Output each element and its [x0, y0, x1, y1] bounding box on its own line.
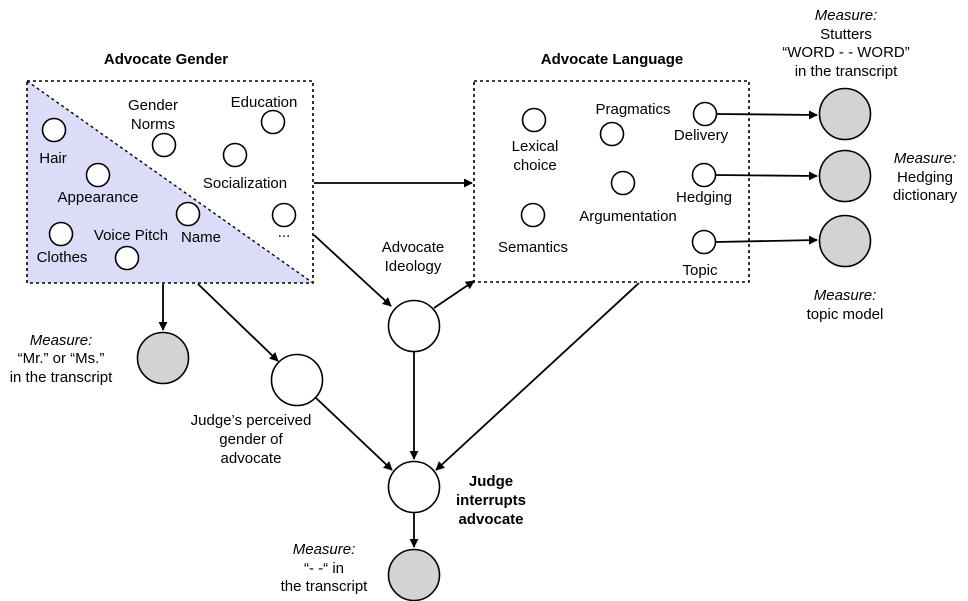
advocate-ideology-node [387, 299, 441, 353]
lexical-choice-label-line-1: Lexical [512, 138, 559, 155]
stutters-measure-line-3: in the transcript [795, 63, 898, 80]
language-box-title: Advocate Language [541, 51, 684, 68]
topic-label: Topic [682, 262, 718, 279]
edge-gender-to-perceived [197, 283, 279, 362]
perceived-gender-label-line-3: advocate [221, 450, 282, 467]
argumentation-label: Argumentation [579, 208, 677, 225]
edge-topic-to-topic-measure [715, 235, 818, 245]
hedging-measure-line-2: dictionary [893, 187, 958, 204]
judge-interrupts-label-line-2: interrupts [456, 492, 526, 509]
edge-delivery-to-stutters [716, 110, 818, 120]
hair-label: Hair [39, 150, 67, 167]
socialization-node [222, 142, 248, 168]
hedging-measure-node [818, 149, 872, 203]
clothes-label: Clothes [37, 249, 88, 266]
stutters-measure-heading: Measure: [815, 7, 878, 24]
name-label: Name [181, 229, 221, 246]
delivery-label: Delivery [674, 127, 729, 144]
topic-measure-node [818, 214, 872, 268]
socialization-label: Socialization [203, 175, 287, 192]
appearance-node [85, 162, 111, 188]
gender-norms-label-line-2: Norms [131, 116, 175, 133]
lexical-choice-node [521, 107, 547, 133]
voice-pitch-label: Voice Pitch [94, 227, 168, 244]
edge-ideology-to-language [433, 280, 475, 309]
edge-hedging-to-hedging-measure [715, 171, 818, 181]
gender-measure-line-1: “Mr.” or “Ms.” [18, 350, 105, 367]
voice-pitch-node [114, 245, 140, 271]
interruption-measure-node [387, 548, 441, 601]
judge-interrupts-label-line-3: advocate [458, 511, 523, 528]
hedging-label: Hedging [676, 189, 732, 206]
hedging-measure-heading: Measure: [894, 150, 957, 167]
edge-perceived-to-judge [315, 397, 393, 471]
gender-measure-node [136, 331, 190, 385]
clothes-node [48, 221, 74, 247]
lexical-choice-label-line-2: choice [513, 157, 556, 174]
hair-node [41, 117, 67, 143]
interruption-measure-line-2: the transcript [281, 578, 369, 595]
delivery-node [692, 101, 718, 127]
stutters-measure-line-1: Stutters [820, 26, 872, 43]
interruption-measure-line-1: “- -“ in [304, 560, 344, 577]
gender-norms-node [151, 132, 177, 158]
gender-box-diagonal [26, 80, 314, 284]
gender-measure-line-2: in the transcript [10, 369, 113, 386]
interruption-measure-heading: Measure: [293, 541, 356, 558]
perceived-gender-label-line-2: gender of [219, 431, 283, 448]
perceived-gender-node [270, 353, 324, 407]
semantics-node [520, 202, 546, 228]
perceived-gender-label-line-1: Judge’s perceived [191, 412, 312, 429]
argumentation-node [610, 170, 636, 196]
gender-norms-label-line-1: Gender [128, 97, 178, 114]
semantics-label: Semantics [498, 239, 568, 256]
education-node [260, 109, 286, 135]
appearance-label: Appearance [58, 189, 139, 206]
pragmatics-label: Pragmatics [595, 101, 670, 118]
gender-box-title: Advocate Gender [104, 51, 228, 68]
topic-measure-heading: Measure: [814, 287, 877, 304]
advocate-language-box [473, 80, 750, 283]
hedging-node [691, 162, 717, 188]
ideology-label-line-2: Ideology [385, 258, 442, 275]
gender-measure-heading: Measure: [30, 332, 93, 349]
ideology-label-line-1: Advocate [382, 239, 445, 256]
advocate-gender-box [26, 80, 314, 284]
judge-interrupts-label-line-1: Judge [469, 473, 513, 490]
ellipsis-label: ... [278, 224, 291, 241]
judge-interrupts-node [387, 460, 441, 514]
topic-measure-line-1: topic model [807, 306, 884, 323]
hedging-measure-line-1: Hedging [897, 169, 953, 186]
topic-node [691, 229, 717, 255]
edge-language-to-judge [435, 282, 640, 471]
stutters-measure-node [818, 87, 872, 141]
stutters-measure-line-2: “WORD - - WORD” [782, 44, 909, 61]
education-label: Education [231, 94, 298, 111]
pragmatics-node [599, 121, 625, 147]
edge-gender-to-ideology [313, 234, 392, 307]
name-node [175, 201, 201, 227]
other-factors-node [271, 202, 297, 228]
